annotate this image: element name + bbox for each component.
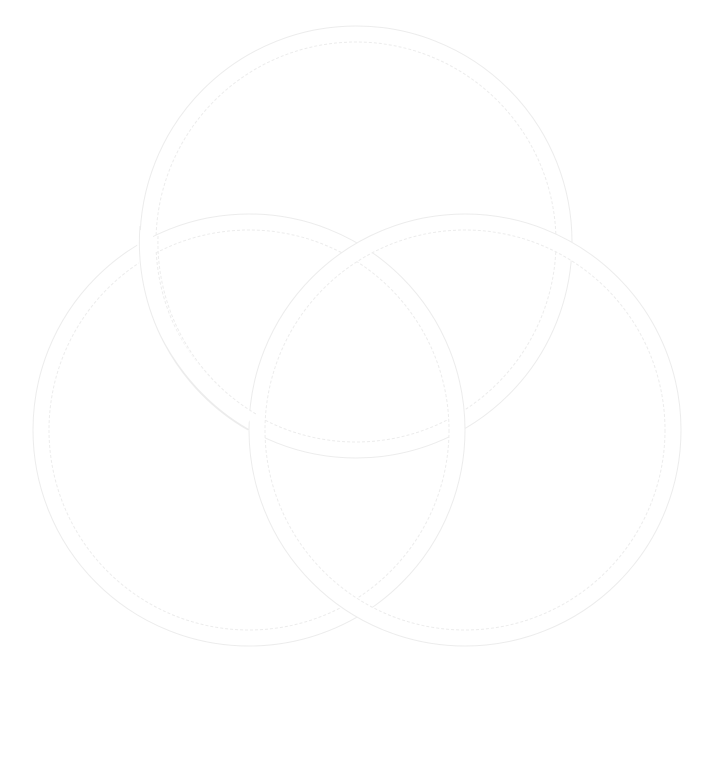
ring-bottom-left xyxy=(32,213,466,647)
ring-top-overlap-segment xyxy=(136,225,257,431)
ring-bottom-right xyxy=(248,213,682,647)
